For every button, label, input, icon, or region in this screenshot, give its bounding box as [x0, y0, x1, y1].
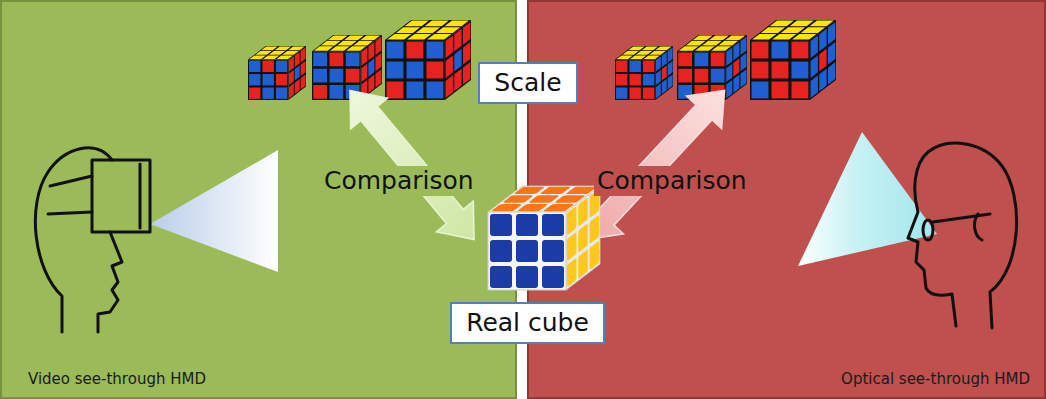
- view-cone: [150, 150, 278, 272]
- glasses-arm: [933, 214, 990, 222]
- panel-caption: Video see-through HMD: [28, 370, 206, 388]
- real-cube: [488, 186, 600, 290]
- cube-side: [566, 186, 600, 290]
- hmd-strap: [48, 176, 92, 214]
- hmd-body: [92, 160, 150, 232]
- cube-front: [488, 212, 566, 290]
- arrow-label: Comparison: [321, 166, 477, 196]
- arrow-label: Comparison: [594, 166, 750, 196]
- box-label: Scale: [494, 68, 561, 98]
- real-cube-box: Real cube: [450, 302, 605, 344]
- face-profile: [98, 232, 122, 332]
- scale-cube: [312, 35, 382, 100]
- glasses-lens: [923, 220, 933, 240]
- scale-cube: [677, 35, 747, 100]
- head-outline: [908, 143, 1017, 328]
- comparison-arrow: [568, 74, 742, 256]
- scale-cube: [615, 46, 673, 100]
- ear: [975, 214, 982, 240]
- comparison-arrow: [331, 75, 492, 255]
- scale-cube: [385, 20, 471, 100]
- double-arrow: [331, 75, 492, 255]
- hmd-lens: [139, 164, 142, 228]
- scale-box: Scale: [478, 62, 578, 104]
- panel-caption: Optical see-through HMD: [841, 370, 1030, 388]
- head-outline: [35, 148, 112, 332]
- head-video-hmd: [35, 148, 150, 332]
- scale-cube: [248, 46, 306, 100]
- double-arrow: [568, 74, 742, 256]
- box-label: Real cube: [466, 308, 589, 338]
- head-optical-hmd: [908, 143, 1017, 328]
- scale-cube: [750, 20, 836, 100]
